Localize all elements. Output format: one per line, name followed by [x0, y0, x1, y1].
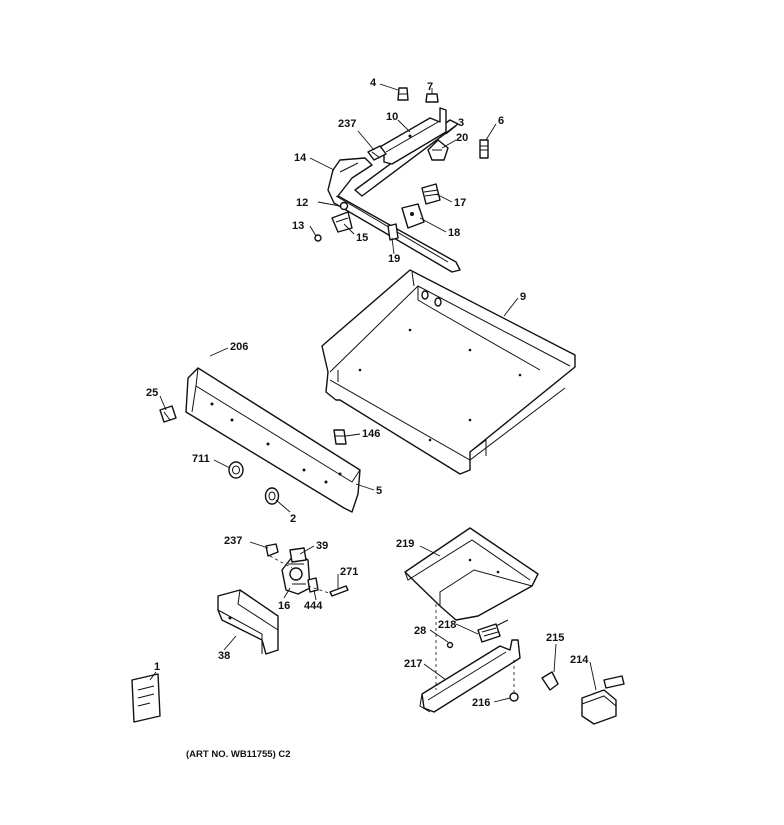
leader-lines: [149, 83, 597, 703]
label-17: 17: [454, 197, 466, 209]
clip-7: [425, 93, 439, 103]
burner-box-9: [321, 269, 576, 475]
art-number: (ART NO. WB11755) C2: [186, 749, 291, 760]
bracket-18: [401, 203, 425, 229]
label-216: 216: [472, 697, 490, 709]
label-218: 218: [438, 619, 456, 631]
screw-271: [329, 585, 349, 597]
shield-219: [404, 527, 539, 621]
label-19: 19: [388, 253, 400, 265]
nut-12: [339, 201, 349, 211]
label-2: 2: [290, 513, 296, 525]
part-labels: 4 7 10 3 237 20 6 14 17 12 18 13 15 19 9…: [146, 77, 589, 760]
label-10: 10: [386, 111, 398, 123]
valve-17: [421, 183, 441, 205]
label-20: 20: [456, 132, 468, 144]
label-4: 4: [370, 77, 377, 89]
knob-25: [159, 405, 177, 423]
bracket-39: [289, 547, 307, 563]
label-237-upper: 237: [338, 118, 356, 130]
label-39: 39: [316, 540, 328, 552]
label-28: 28: [414, 625, 426, 637]
grommet-711: [228, 461, 244, 479]
label-18: 18: [448, 227, 460, 239]
label-271: 271: [340, 566, 358, 578]
label-9: 9: [520, 291, 526, 303]
label-1: 1: [154, 661, 160, 673]
igniter-218: [477, 619, 509, 643]
screw-28: [446, 641, 454, 649]
label-12: 12: [296, 197, 308, 209]
label-219: 219: [396, 538, 414, 550]
label-16: 16: [278, 600, 290, 612]
bushing-2: [264, 487, 280, 505]
label-13: 13: [292, 220, 304, 232]
label-146: 146: [362, 428, 380, 440]
orifice-237-lower: [265, 543, 279, 557]
label-214: 214: [570, 654, 589, 666]
label-217: 217: [404, 658, 422, 670]
orifice-6: [479, 139, 489, 159]
valve-214: [581, 675, 625, 725]
label-7: 7: [427, 81, 433, 93]
bracket-215: [541, 671, 559, 691]
spring-clip-3: [427, 139, 449, 161]
orifice-237-upper: [367, 145, 387, 161]
manifold-panel-206: [185, 367, 361, 513]
label-5: 5: [376, 485, 382, 497]
screw-444: [307, 577, 319, 593]
shield-38: [217, 589, 279, 655]
screw-13: [314, 234, 322, 242]
label-14: 14: [294, 152, 307, 164]
orifice-146: [333, 429, 347, 445]
label-38: 38: [218, 650, 230, 662]
label-3: 3: [458, 117, 464, 129]
label-237-lower: 237: [224, 535, 242, 547]
orifice-4: [397, 87, 409, 101]
burner-tube-217: [419, 639, 521, 713]
label-711: 711: [192, 453, 210, 465]
label-6: 6: [498, 115, 504, 127]
label-215: 215: [546, 632, 564, 644]
nut-216: [509, 692, 519, 702]
use-care-manual-1: [131, 673, 161, 723]
bracket-10: [377, 107, 447, 165]
label-15: 15: [356, 232, 368, 244]
label-444: 444: [304, 600, 323, 612]
label-25: 25: [146, 387, 158, 399]
label-206: 206: [230, 341, 248, 353]
clip-19: [387, 223, 399, 241]
